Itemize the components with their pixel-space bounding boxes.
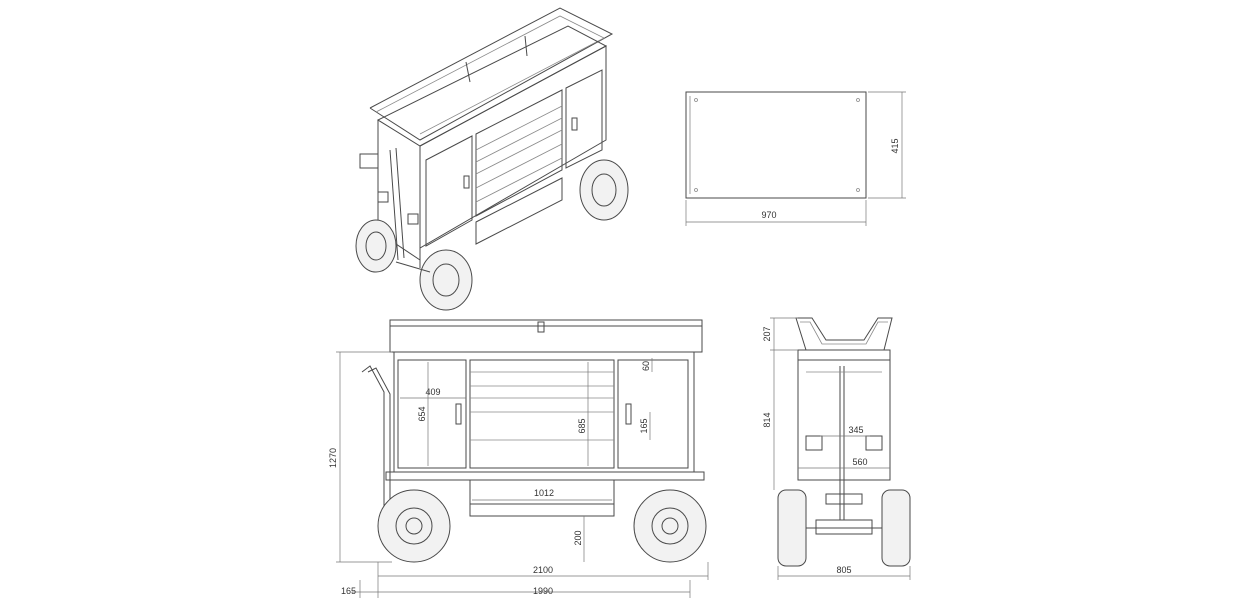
dim-top-width: 970 <box>761 210 776 220</box>
dim-cabinet-height: 654 <box>417 406 427 421</box>
dim-tray-width: 1012 <box>534 488 554 498</box>
dim-drawer-height: 685 <box>577 418 587 433</box>
dim-overall-length: 2100 <box>533 565 553 575</box>
top-view: 970 415 <box>685 91 906 226</box>
isometric-view <box>355 7 629 311</box>
front-view: 1270 2100 165 1990 409 654 685 60 165 10… <box>328 319 709 598</box>
dim-overall-width: 805 <box>836 565 851 575</box>
side-view: 207 814 345 560 805 <box>762 317 911 580</box>
dim-offset: 165 <box>341 586 356 596</box>
dim-top-depth: 415 <box>890 138 900 153</box>
dim-track-outer: 560 <box>852 457 867 467</box>
dim-top-drawer: 60 <box>641 361 651 371</box>
dim-handle-top: 207 <box>762 326 772 341</box>
dim-body-length: 1990 <box>533 586 553 596</box>
dim-cabinet-width: 409 <box>425 387 440 397</box>
dim-handle-height: 165 <box>639 418 649 433</box>
dim-track-inner: 345 <box>848 425 863 435</box>
dim-clearance: 200 <box>573 530 583 545</box>
dim-side-height: 814 <box>762 412 772 427</box>
dim-overall-height: 1270 <box>328 448 338 468</box>
